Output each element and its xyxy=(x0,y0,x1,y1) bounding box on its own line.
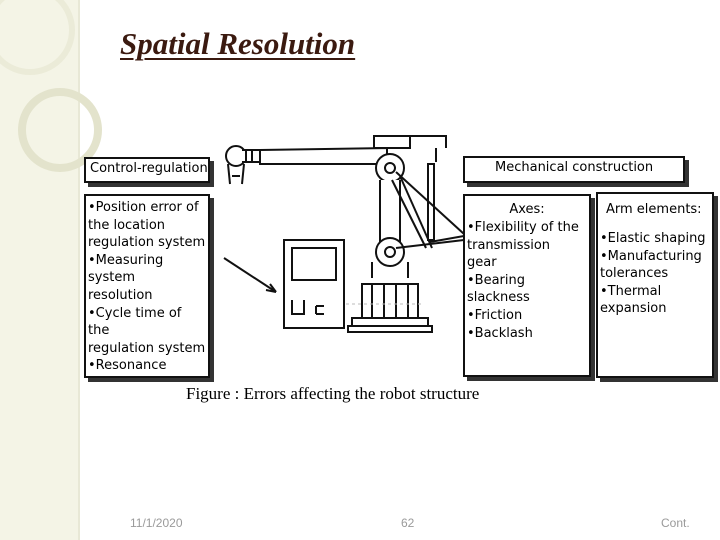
mechanical-construction-header: Mechanical construction xyxy=(463,156,685,183)
axes-item: Friction xyxy=(467,307,587,325)
axes-title: Axes: xyxy=(509,202,545,217)
axes-box: Axes: Flexibility of the transmission ge… xyxy=(463,194,591,377)
figure-caption: Figure : Errors affecting the robot stru… xyxy=(186,384,480,403)
control-regulation-header-label: Control-regulation xyxy=(90,161,208,176)
control-regulation-box: Position error of the location regulatio… xyxy=(84,194,210,378)
control-item: Resonance xyxy=(88,357,206,375)
control-item: Cycle time of the regulation system xyxy=(88,305,206,358)
slide-title: Spatial Resolution xyxy=(120,26,356,61)
control-item: Position error of the location regulatio… xyxy=(88,199,206,252)
footer-page-number: 62 xyxy=(401,516,415,530)
axes-item: Flexibility of the transmission gear xyxy=(467,219,587,272)
arm-item: Thermal expansion xyxy=(600,283,710,318)
axes-item: Backlash xyxy=(467,325,587,343)
control-item: Measuring system resolution xyxy=(88,252,206,305)
arm-elements-title: Arm elements: xyxy=(606,202,702,217)
robot-illustration xyxy=(223,135,464,333)
axes-item: Bearing slackness xyxy=(467,272,587,307)
control-regulation-header: Control-regulation xyxy=(84,157,210,183)
slide-side-edge xyxy=(78,0,80,540)
arm-elements-box: Arm elements: Elastic shaping Manufactur… xyxy=(596,192,714,378)
footer-date: 11/1/2020 xyxy=(130,516,183,530)
arm-item: Elastic shaping xyxy=(600,230,710,248)
arm-item: Manufacturing tolerances xyxy=(600,248,710,283)
mechanical-construction-header-label: Mechanical construction xyxy=(495,160,654,175)
decorative-rings xyxy=(0,0,102,172)
footer-continued: Cont. xyxy=(661,516,690,530)
